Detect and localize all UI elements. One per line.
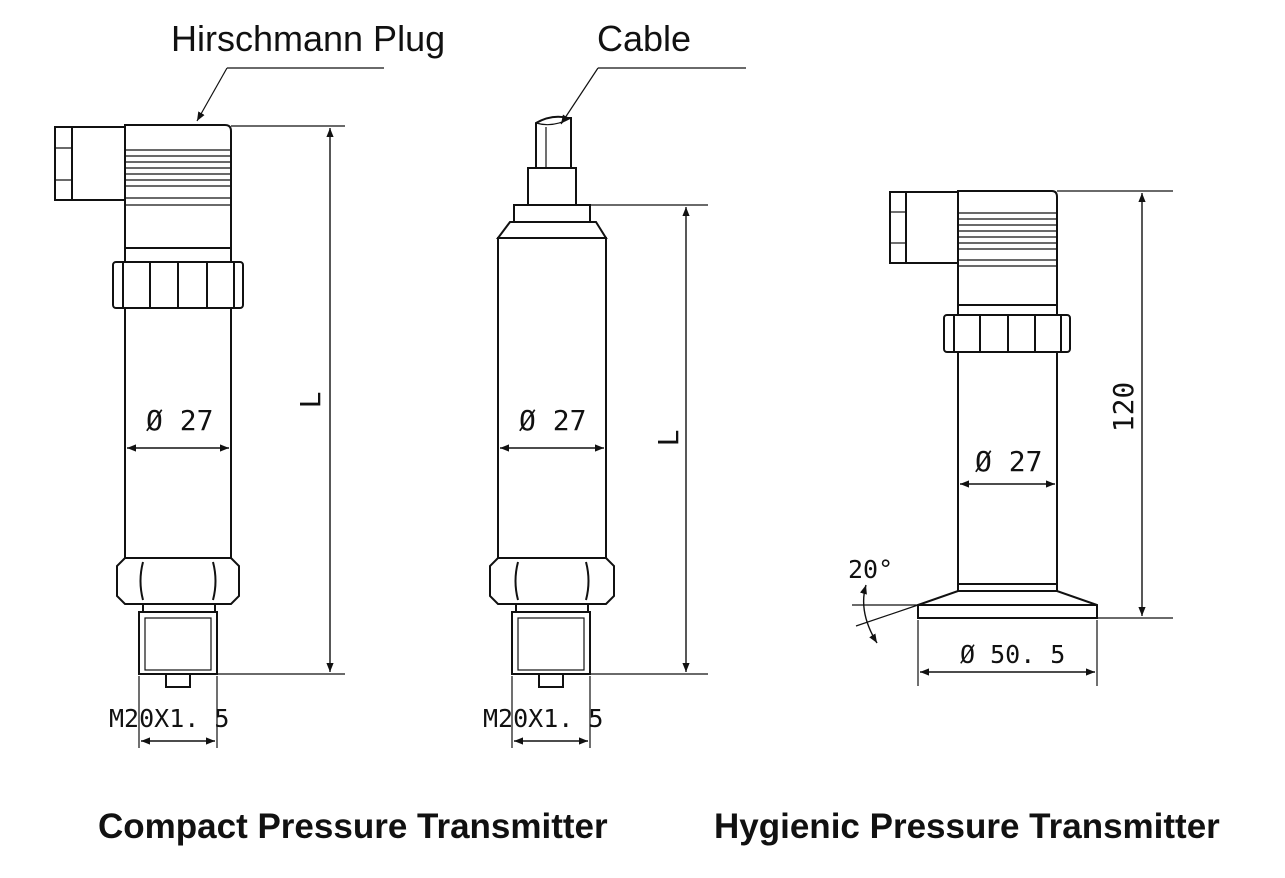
hex-nut: [116, 557, 240, 605]
hygienic-transmitter: [889, 190, 1098, 619]
hygienic-title: Hygienic Pressure Transmitter: [714, 807, 1220, 846]
thread-collar-2: [515, 603, 589, 613]
thread-label-2: M20X1. 5: [483, 704, 603, 733]
diameter-label-3: Ø 27: [975, 445, 1042, 478]
thread-section: [138, 611, 218, 675]
cable-gland: [527, 167, 577, 207]
compact-transmitter-cable: [489, 115, 615, 688]
plug-connector-body: [54, 126, 128, 201]
thread-collar: [142, 603, 216, 613]
body-tube: [124, 307, 232, 559]
body-cap: [496, 221, 608, 239]
thread-section-2: [511, 611, 591, 675]
thread-label-1: M20X1. 5: [109, 704, 229, 733]
length-l-label-1: L: [294, 392, 327, 409]
body-tube-2: [497, 237, 607, 559]
flange-diameter-label: Ø 50. 5: [960, 640, 1065, 669]
height-120-label: 120: [1107, 382, 1140, 433]
cable: [535, 115, 572, 169]
hirschmann-plug-label: Hirschmann Plug: [171, 18, 445, 59]
diameter-label-2: Ø 27: [519, 404, 586, 437]
diameter-label-1: Ø 27: [146, 404, 213, 437]
plug-head-3: [957, 190, 1058, 306]
hex-nut-2: [489, 557, 615, 605]
plug-connector-body-3: [889, 191, 961, 264]
length-l-label-2: L: [652, 430, 685, 447]
compact-transmitter-plug: [54, 124, 244, 688]
pressure-port: [165, 673, 191, 688]
body-tube-3: [957, 351, 1058, 585]
compact-title: Compact Pressure Transmitter: [98, 807, 608, 846]
pressure-port-2: [538, 673, 564, 688]
gland-base: [513, 204, 591, 223]
cable-label: Cable: [597, 18, 691, 59]
angle-label: 20°: [848, 555, 893, 584]
